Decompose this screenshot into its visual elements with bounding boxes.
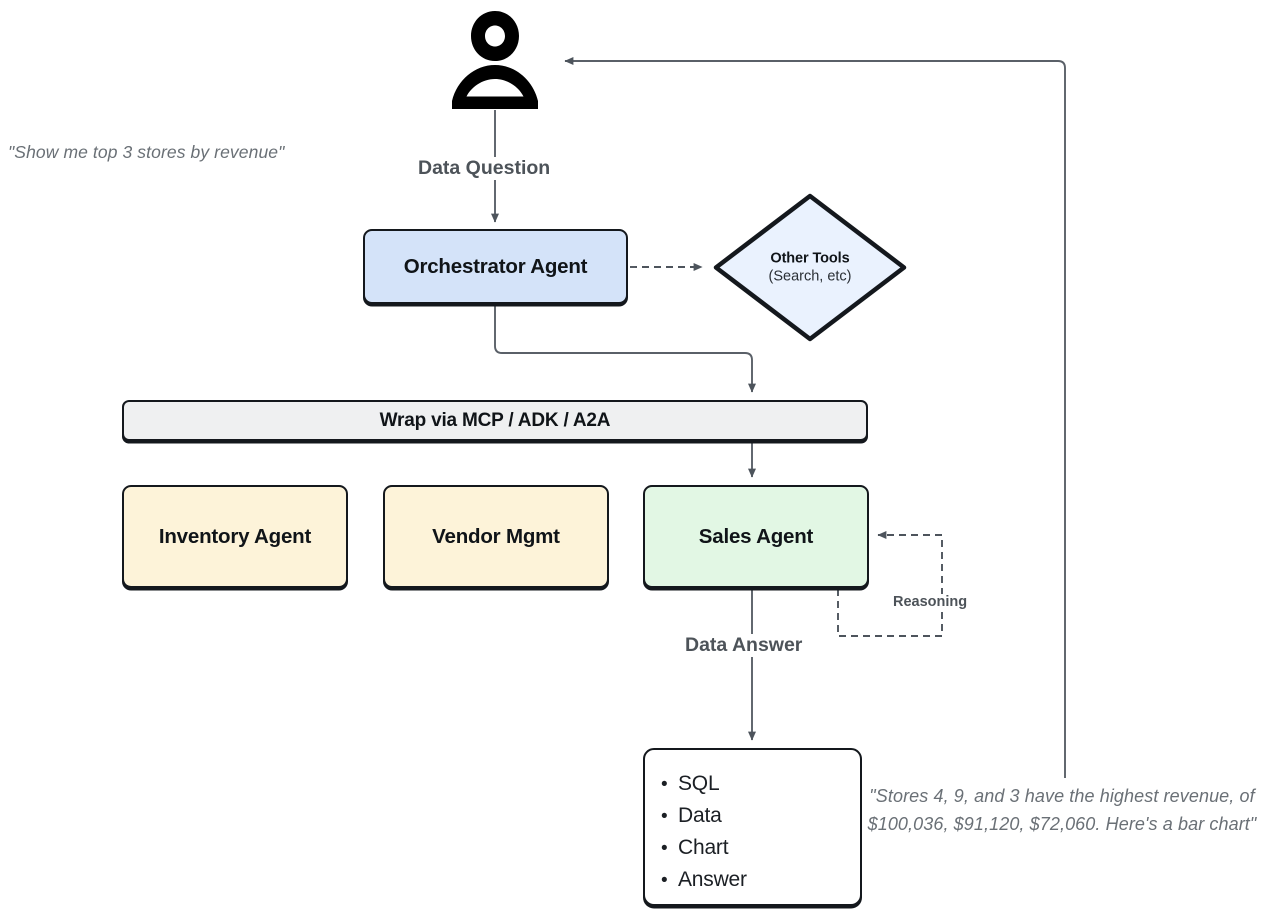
edge-label-reasoning: Reasoning (888, 594, 973, 610)
inventory-agent-label: Inventory Agent (158, 524, 312, 548)
vendor-mgmt-label: Vendor Mgmt (432, 524, 560, 548)
user-quote: "Show me top 3 stores by revenue" (8, 142, 285, 162)
node-vendor-mgmt[interactable]: Vendor Mgmt (383, 485, 609, 588)
orchestrator-label: Orchestrator Agent (403, 254, 588, 278)
edge-label-data-answer: Data Answer (680, 634, 808, 657)
list-item: Chart (661, 832, 860, 864)
person-icon (452, 11, 538, 109)
node-other-tools[interactable]: Other Tools (Search, etc) (710, 190, 910, 345)
other-tools-title: Other Tools (770, 249, 850, 266)
node-mcp-wrapper-bar[interactable]: Wrap via MCP / ADK / A2A (122, 400, 868, 441)
list-item: Answer (661, 864, 860, 896)
list-item: SQL (661, 768, 860, 800)
output-item-list: SQL Data Chart Answer (645, 750, 860, 896)
mcp-bar-label: Wrap via MCP / ADK / A2A (379, 409, 611, 431)
node-sales-agent[interactable]: Sales Agent (643, 485, 869, 588)
sales-agent-label: Sales Agent (698, 524, 814, 548)
other-tools-subtitle: (Search, etc) (768, 268, 852, 285)
node-inventory-agent[interactable]: Inventory Agent (122, 485, 348, 588)
edge-label-data-question: Data Question (413, 157, 556, 180)
diamond-shape (713, 193, 907, 342)
answer-quote: "Stores 4, 9, and 3 have the highest rev… (867, 786, 1257, 834)
node-output-artifacts[interactable]: SQL Data Chart Answer (643, 748, 862, 906)
node-orchestrator-agent[interactable]: Orchestrator Agent (363, 229, 628, 304)
list-item: Data (661, 800, 860, 832)
